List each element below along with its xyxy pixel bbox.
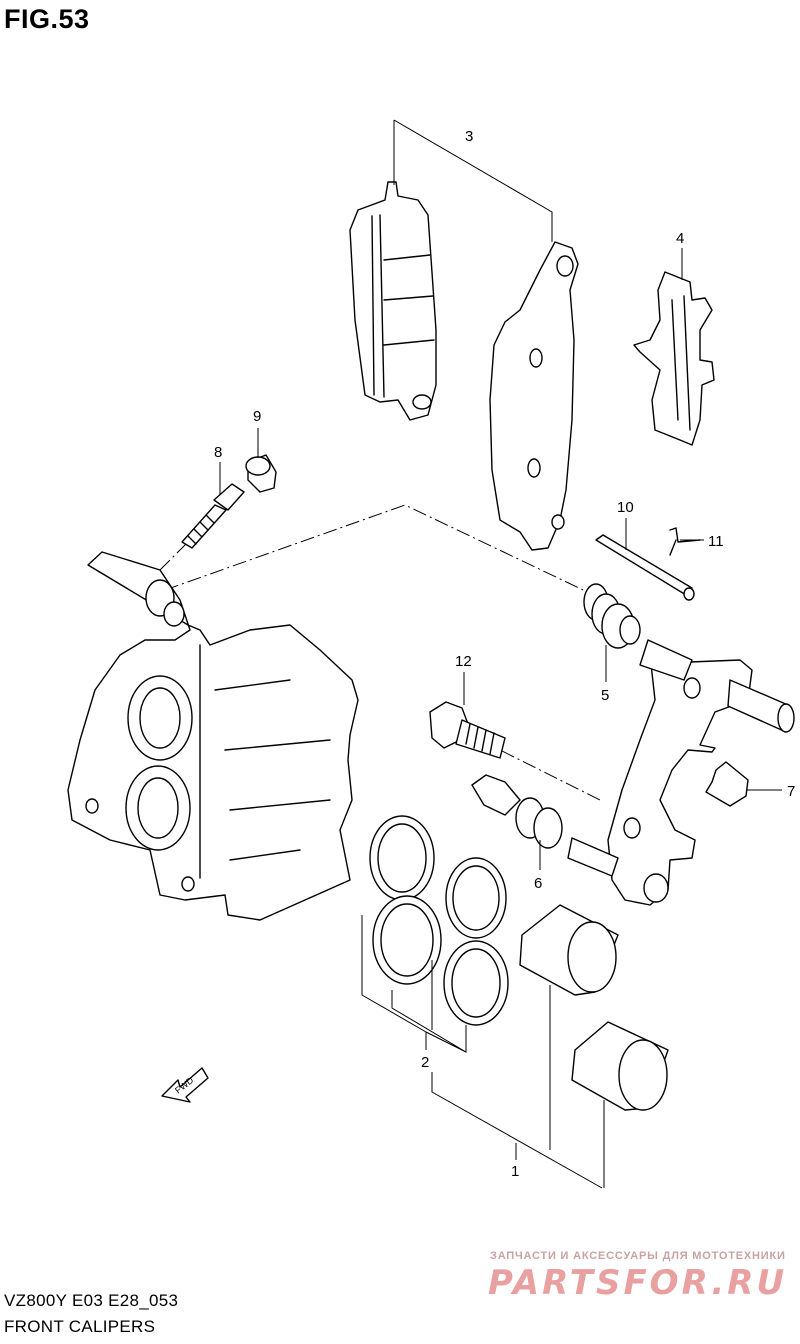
figure-title: FIG.53 (4, 4, 90, 34)
callout-12: 12 (455, 653, 472, 670)
callout-4: 4 (676, 230, 684, 247)
callout-10: 10 (617, 499, 634, 516)
pistons[interactable] (519, 904, 669, 1111)
watermark-tagline: ЗАПЧАСТИ И АКСЕССУАРЫ ДЛЯ МОТОТЕХНИКИ (490, 1250, 786, 1262)
callout-6: 6 (534, 875, 542, 892)
caliper-body[interactable] (67, 551, 359, 921)
bracket-clip[interactable] (705, 761, 749, 807)
slide-pin-boot[interactable] (471, 774, 563, 849)
pad-spring[interactable] (633, 271, 715, 446)
callout-9: 9 (253, 408, 261, 425)
callout-7: 7 (787, 783, 795, 800)
brake-pad-set[interactable] (349, 181, 579, 551)
callout-3: 3 (465, 128, 473, 145)
pin-clip[interactable] (669, 527, 701, 556)
mounting-bolt[interactable] (429, 701, 506, 759)
callout-numbers: 3 4 9 8 10 11 12 5 7 6 2 1 (214, 128, 795, 1180)
callout-1: 1 (511, 1163, 519, 1180)
watermark-brand-logo: PARTSFOR.RU (488, 1263, 788, 1303)
bleeder-cap[interactable] (245, 454, 277, 493)
callout-11: 11 (708, 533, 724, 550)
piston-seal-set[interactable] (369, 815, 509, 1026)
figure-model-code: VZ800Y E03 E28_053 (4, 1291, 179, 1310)
fwd-arrow-icon: FWD (161, 1067, 209, 1103)
callout-5: 5 (601, 687, 609, 704)
callout-8: 8 (214, 444, 222, 461)
bleeder-valve[interactable] (181, 483, 245, 549)
callout-2: 2 (421, 1054, 429, 1071)
figure-name: FRONT CALIPERS (4, 1317, 156, 1336)
pad-pin[interactable] (595, 534, 695, 601)
caliper-bracket[interactable] (567, 639, 795, 906)
dust-boot[interactable] (583, 583, 641, 649)
leader-lines (219, 119, 782, 1189)
